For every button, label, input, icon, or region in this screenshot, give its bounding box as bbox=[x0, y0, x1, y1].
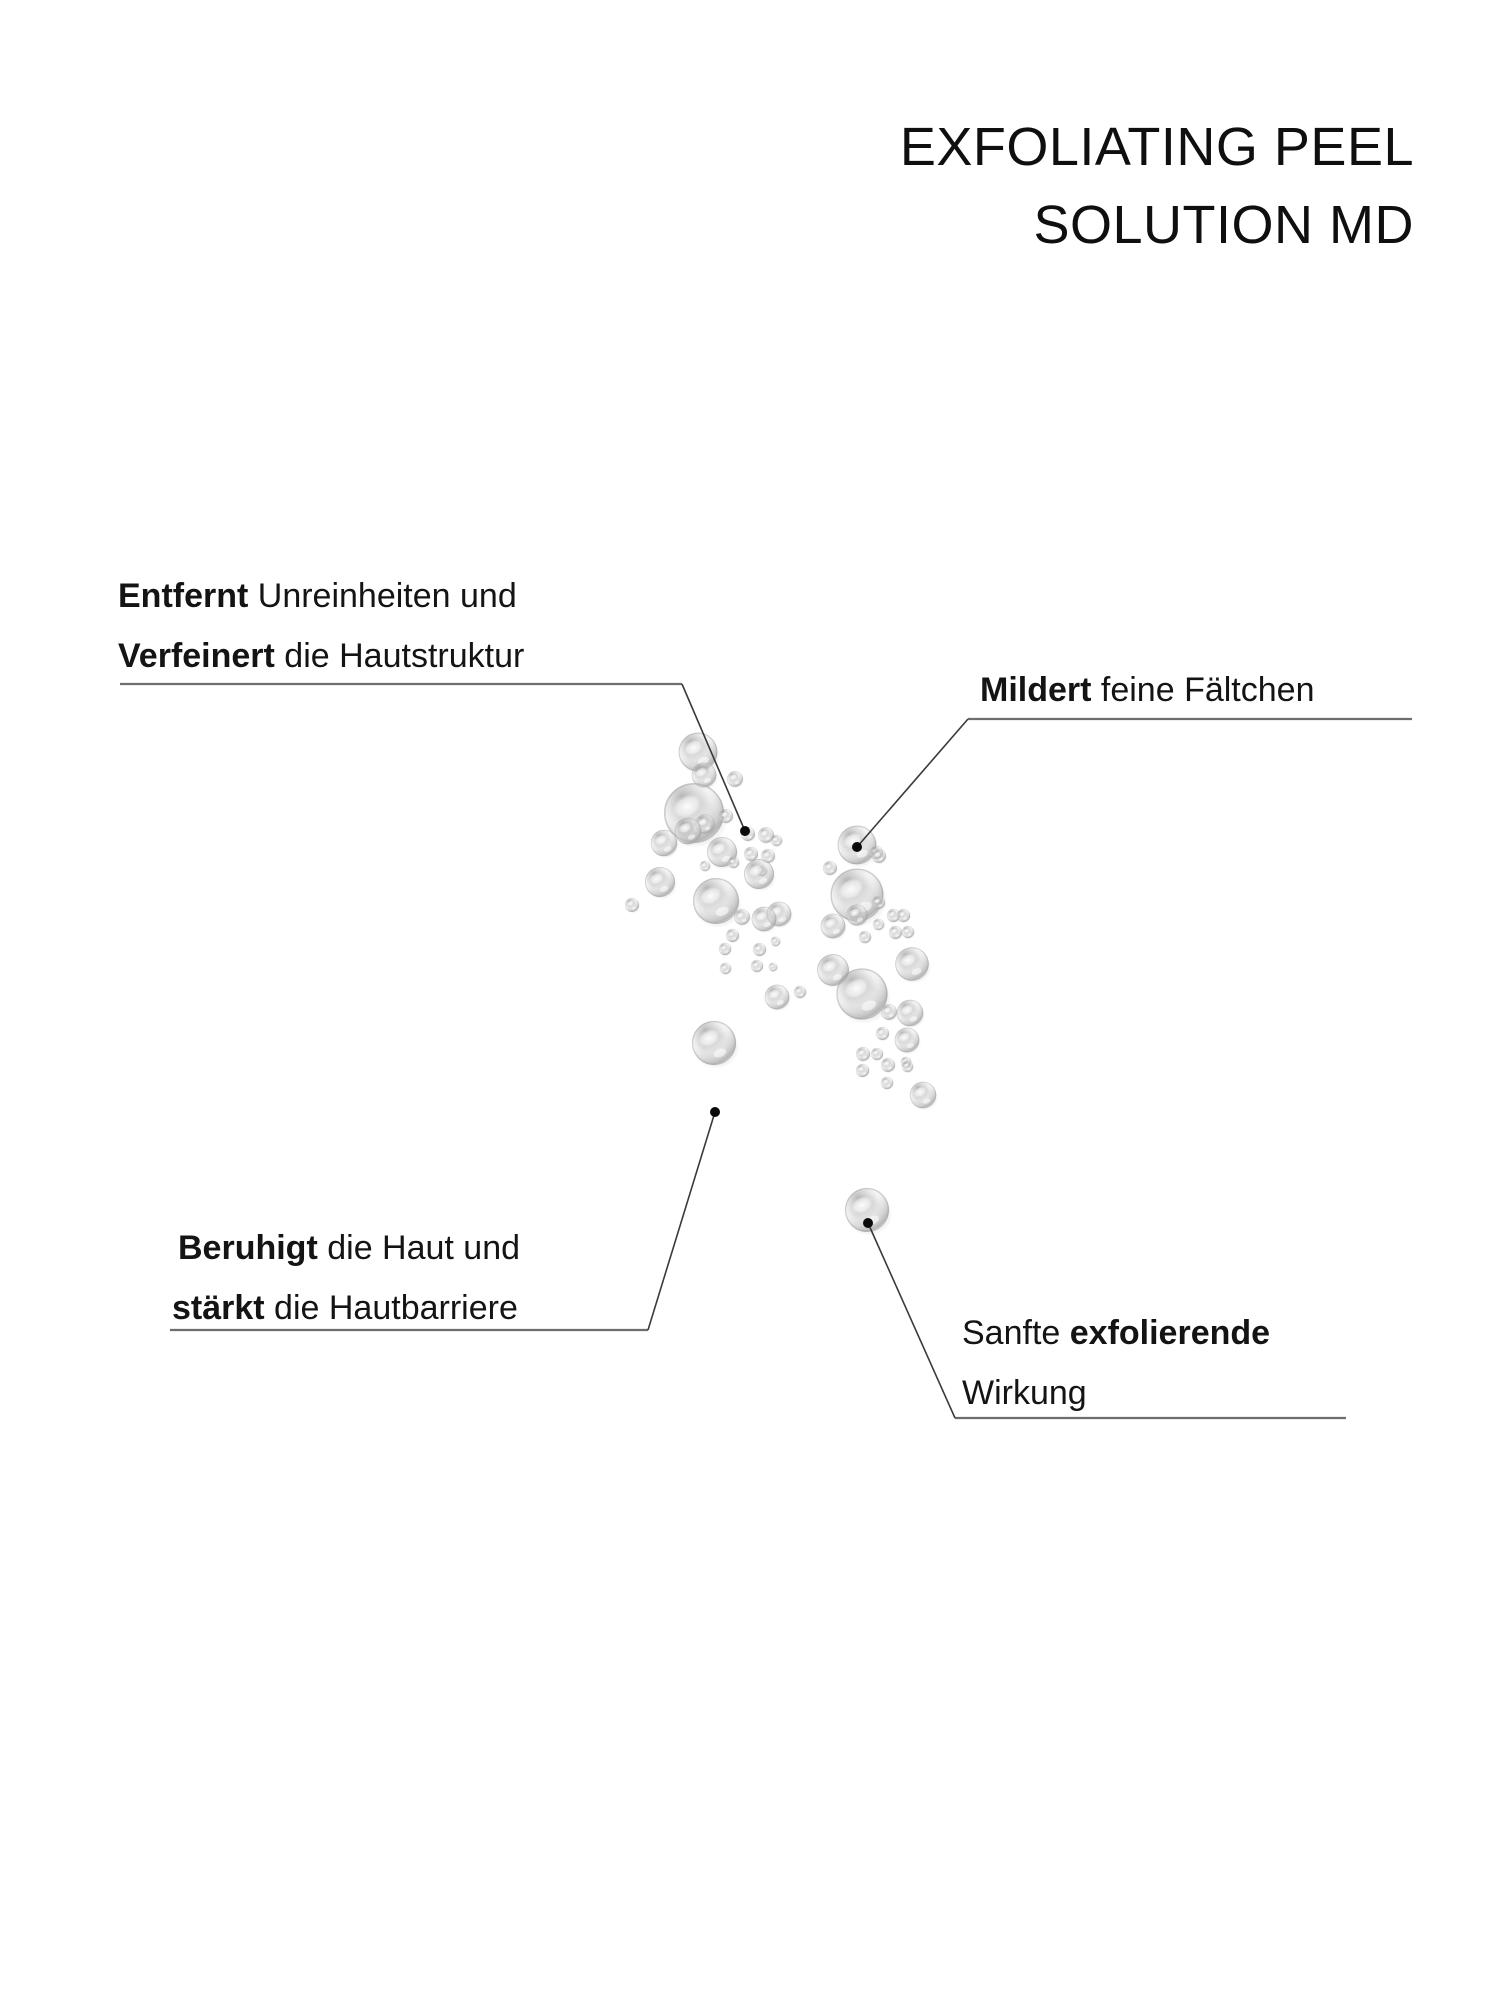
callout-gentle-line-2: Wirkung bbox=[962, 1374, 1087, 1412]
callout-soothes-line-2: stärkt die Hautbarriere bbox=[172, 1278, 520, 1338]
callout-soothes-line-2-rest: die Hautbarriere bbox=[264, 1289, 518, 1327]
callout-removes-line-1-bold: Entfernt bbox=[118, 577, 249, 615]
callout-gentle-line-1-pre: Sanfte bbox=[962, 1314, 1070, 1352]
callout-softens-line-1-rest: feine Fältchen bbox=[1091, 671, 1315, 709]
callout-removes-impurities: Entfernt Unreinheiten und Verfeinert die… bbox=[118, 566, 524, 686]
product-title-line-1: EXFOLIATING PEEL bbox=[899, 117, 1414, 177]
callout-soothes-line-1-rest: die Haut und bbox=[317, 1229, 521, 1267]
leader-line-softens bbox=[852, 717, 1412, 852]
bubbles-right-upper-arm bbox=[820, 825, 915, 944]
callout-soothes-line-2-bold: stärkt bbox=[172, 1289, 265, 1327]
callout-removes-line-1-rest: Unreinheiten und bbox=[248, 577, 517, 615]
page-title: EXFOLIATING PEEL SOLUTION MD bbox=[0, 108, 1500, 264]
bubbles-right-lower-arm bbox=[793, 946, 938, 1235]
callout-removes-line-1: Entfernt Unreinheiten und bbox=[118, 566, 524, 626]
callout-softens-fine-lines: Mildert feine Fältchen bbox=[980, 660, 1314, 720]
callout-gentle-exfoliating: Sanfte exfolierende Wirkung bbox=[962, 1303, 1270, 1423]
bubbles-left-lower-arm bbox=[624, 858, 793, 1068]
callout-soothes-line-1-bold: Beruhigt bbox=[178, 1229, 318, 1267]
callout-softens-line-1: Mildert feine Fältchen bbox=[980, 660, 1314, 720]
callout-gentle-line-1-bold: exfolierende bbox=[1069, 1314, 1271, 1352]
bubbles-left-upper-arm bbox=[644, 732, 783, 899]
product-title-line-2: SOLUTION MD bbox=[1033, 195, 1414, 255]
callout-softens-line-1-bold: Mildert bbox=[980, 671, 1092, 709]
callout-removes-line-2-bold: Verfeinert bbox=[118, 637, 275, 675]
callout-removes-line-2-rest: die Hautstruktur bbox=[274, 637, 525, 675]
callout-removes-line-2: Verfeinert die Hautstruktur bbox=[118, 626, 524, 686]
leader-line-removes bbox=[120, 682, 750, 836]
callout-soothes-skin: Beruhigt die Haut und stärkt die Hautbar… bbox=[172, 1218, 520, 1338]
callout-soothes-line-1: Beruhigt die Haut und bbox=[178, 1218, 520, 1278]
callout-gentle-line-1: Sanfte exfolierende bbox=[962, 1303, 1270, 1363]
